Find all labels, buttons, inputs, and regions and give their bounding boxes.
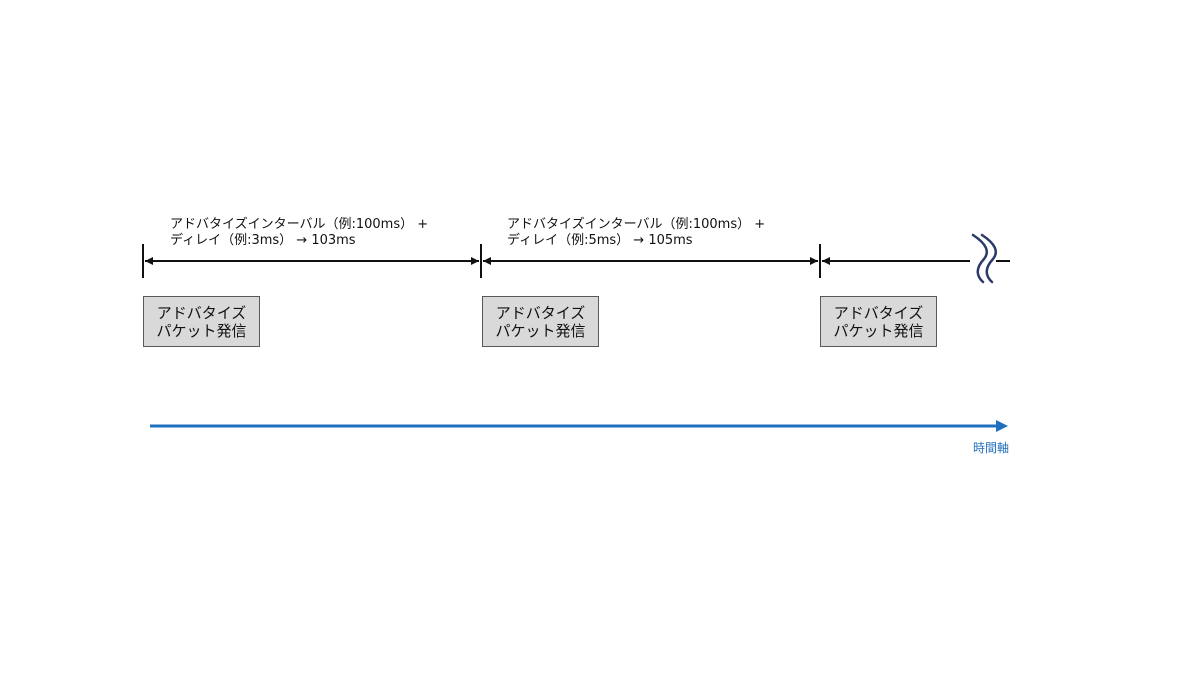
- packet-box-3: アドバタイズ パケット発信: [820, 296, 937, 347]
- interval-1-line1: アドバタイズインターバル（例:100ms） +: [170, 217, 429, 232]
- interval-2-line2: ディレイ（例:5ms） → 105ms: [507, 233, 693, 248]
- interval-arrow-1: [145, 257, 479, 265]
- interval-2-line1: アドバタイズインターバル（例:100ms） +: [507, 217, 766, 232]
- time-axis-label: 時間軸: [973, 441, 1010, 455]
- packet-3-line2: パケット発信: [833, 321, 924, 340]
- packet-2-line1: アドバタイズ: [495, 303, 586, 322]
- interval-label-2: アドバタイズインターバル（例:100ms） + ディレイ（例:5ms） → 10…: [507, 217, 765, 249]
- packet-3-line1: アドバタイズ: [833, 303, 924, 322]
- packet-box-2: アドバタイズ パケット発信: [482, 296, 599, 347]
- interval-1-line2: ディレイ（例:3ms） → 103ms: [170, 233, 356, 248]
- break-mark-icon: [970, 233, 997, 284]
- interval-label-1: アドバタイズインターバル（例:100ms） + ディレイ（例:3ms） → 10…: [170, 217, 428, 249]
- packet-2-line2: パケット発信: [495, 321, 586, 340]
- packet-1-line2: パケット発信: [156, 321, 247, 340]
- packet-box-1: アドバタイズ パケット発信: [143, 296, 260, 347]
- time-axis-arrow: [150, 420, 1008, 432]
- packet-1-line1: アドバタイズ: [156, 303, 247, 322]
- interval-arrow-2: [483, 257, 818, 265]
